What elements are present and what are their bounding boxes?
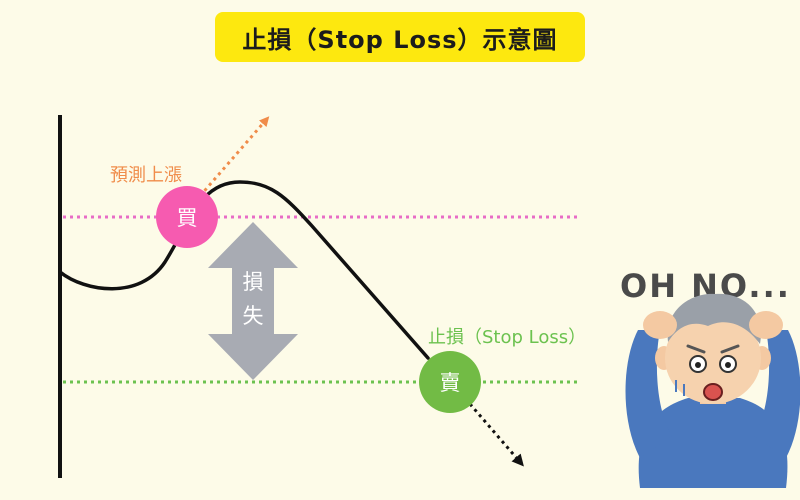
loss-label-line2: 失 xyxy=(243,304,264,328)
loss-double-arrow xyxy=(208,222,298,380)
predicted-rise-label: 預測上漲 xyxy=(110,165,182,186)
stop-loss-label: 止損（Stop Loss） xyxy=(428,327,586,348)
worried-man-illustration xyxy=(625,293,800,488)
sell-circle xyxy=(419,351,481,413)
loss-label-line1: 損 xyxy=(243,270,264,294)
predicted-rise-arrow xyxy=(198,116,270,197)
diagram-title: 止損（Stop Loss）示意圖 xyxy=(242,25,558,54)
price-fall-arrow xyxy=(468,403,524,467)
sell-label: 賣 xyxy=(440,371,461,395)
buy-label: 買 xyxy=(177,206,198,230)
buy-circle xyxy=(156,186,218,248)
diagram-title-box: 止損（Stop Loss）示意圖 xyxy=(215,12,585,62)
